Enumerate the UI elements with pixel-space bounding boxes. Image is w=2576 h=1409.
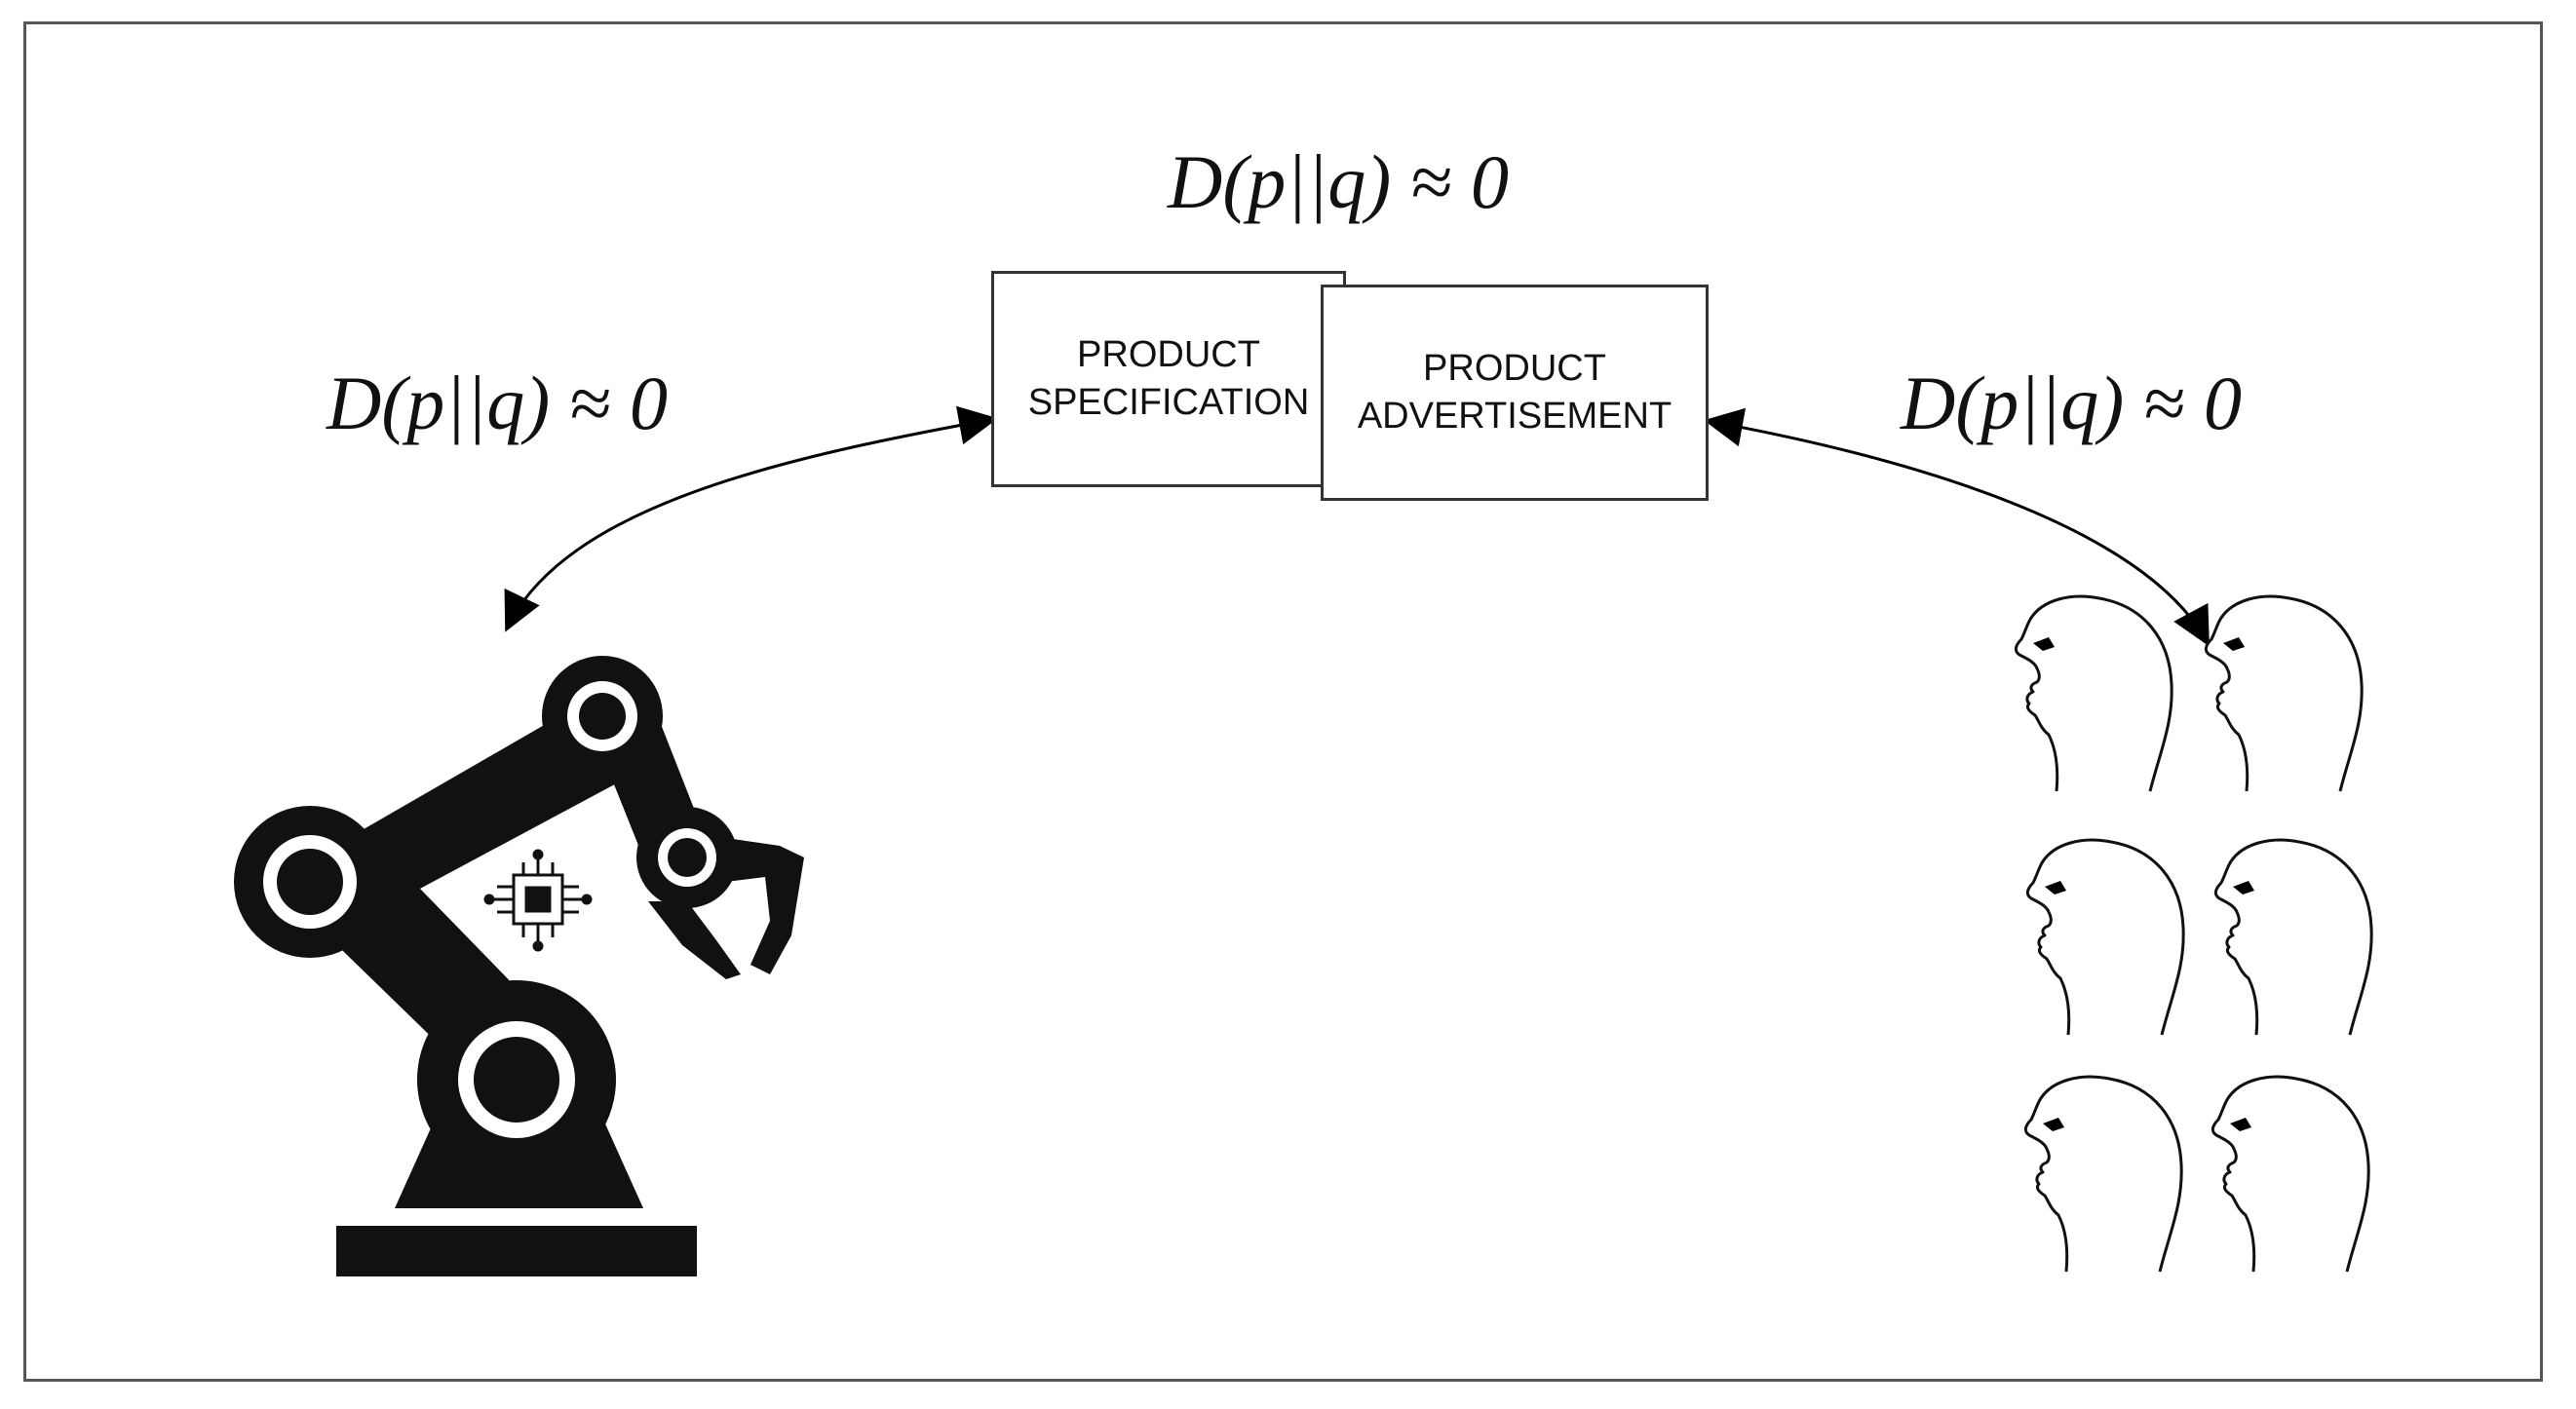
- left-connector-arrow: [504, 405, 998, 632]
- product-specification-box: PRODUCT SPECIFICATION: [991, 271, 1346, 487]
- top-divergence-formula: D(p||q) ≈ 0: [1168, 139, 1509, 224]
- right-connector-arrow: [1704, 407, 2210, 647]
- microchip-icon: [483, 849, 593, 952]
- robot-arm-icon: [234, 656, 804, 1276]
- box-label-line: ADVERTISEMENT: [1357, 396, 1672, 437]
- human-head-icon: [2204, 594, 2364, 793]
- people-group: [2014, 594, 2373, 1274]
- diagram-frame: [23, 21, 2543, 1382]
- human-head-icon: [2023, 1075, 2183, 1274]
- human-head-icon: [2213, 838, 2373, 1037]
- box-label-line: PRODUCT: [1423, 347, 1606, 389]
- human-head-icon: [2014, 594, 2173, 793]
- right-divergence-formula: D(p||q) ≈ 0: [1901, 361, 2242, 445]
- box-label-line: PRODUCT: [1077, 333, 1260, 375]
- left-divergence-formula: D(p||q) ≈ 0: [327, 361, 668, 445]
- box-label-line: SPECIFICATION: [1027, 382, 1310, 423]
- human-head-icon: [2025, 838, 2185, 1037]
- human-head-icon: [2211, 1075, 2370, 1274]
- product-advertisement-box: PRODUCT ADVERTISEMENT: [1321, 285, 1709, 501]
